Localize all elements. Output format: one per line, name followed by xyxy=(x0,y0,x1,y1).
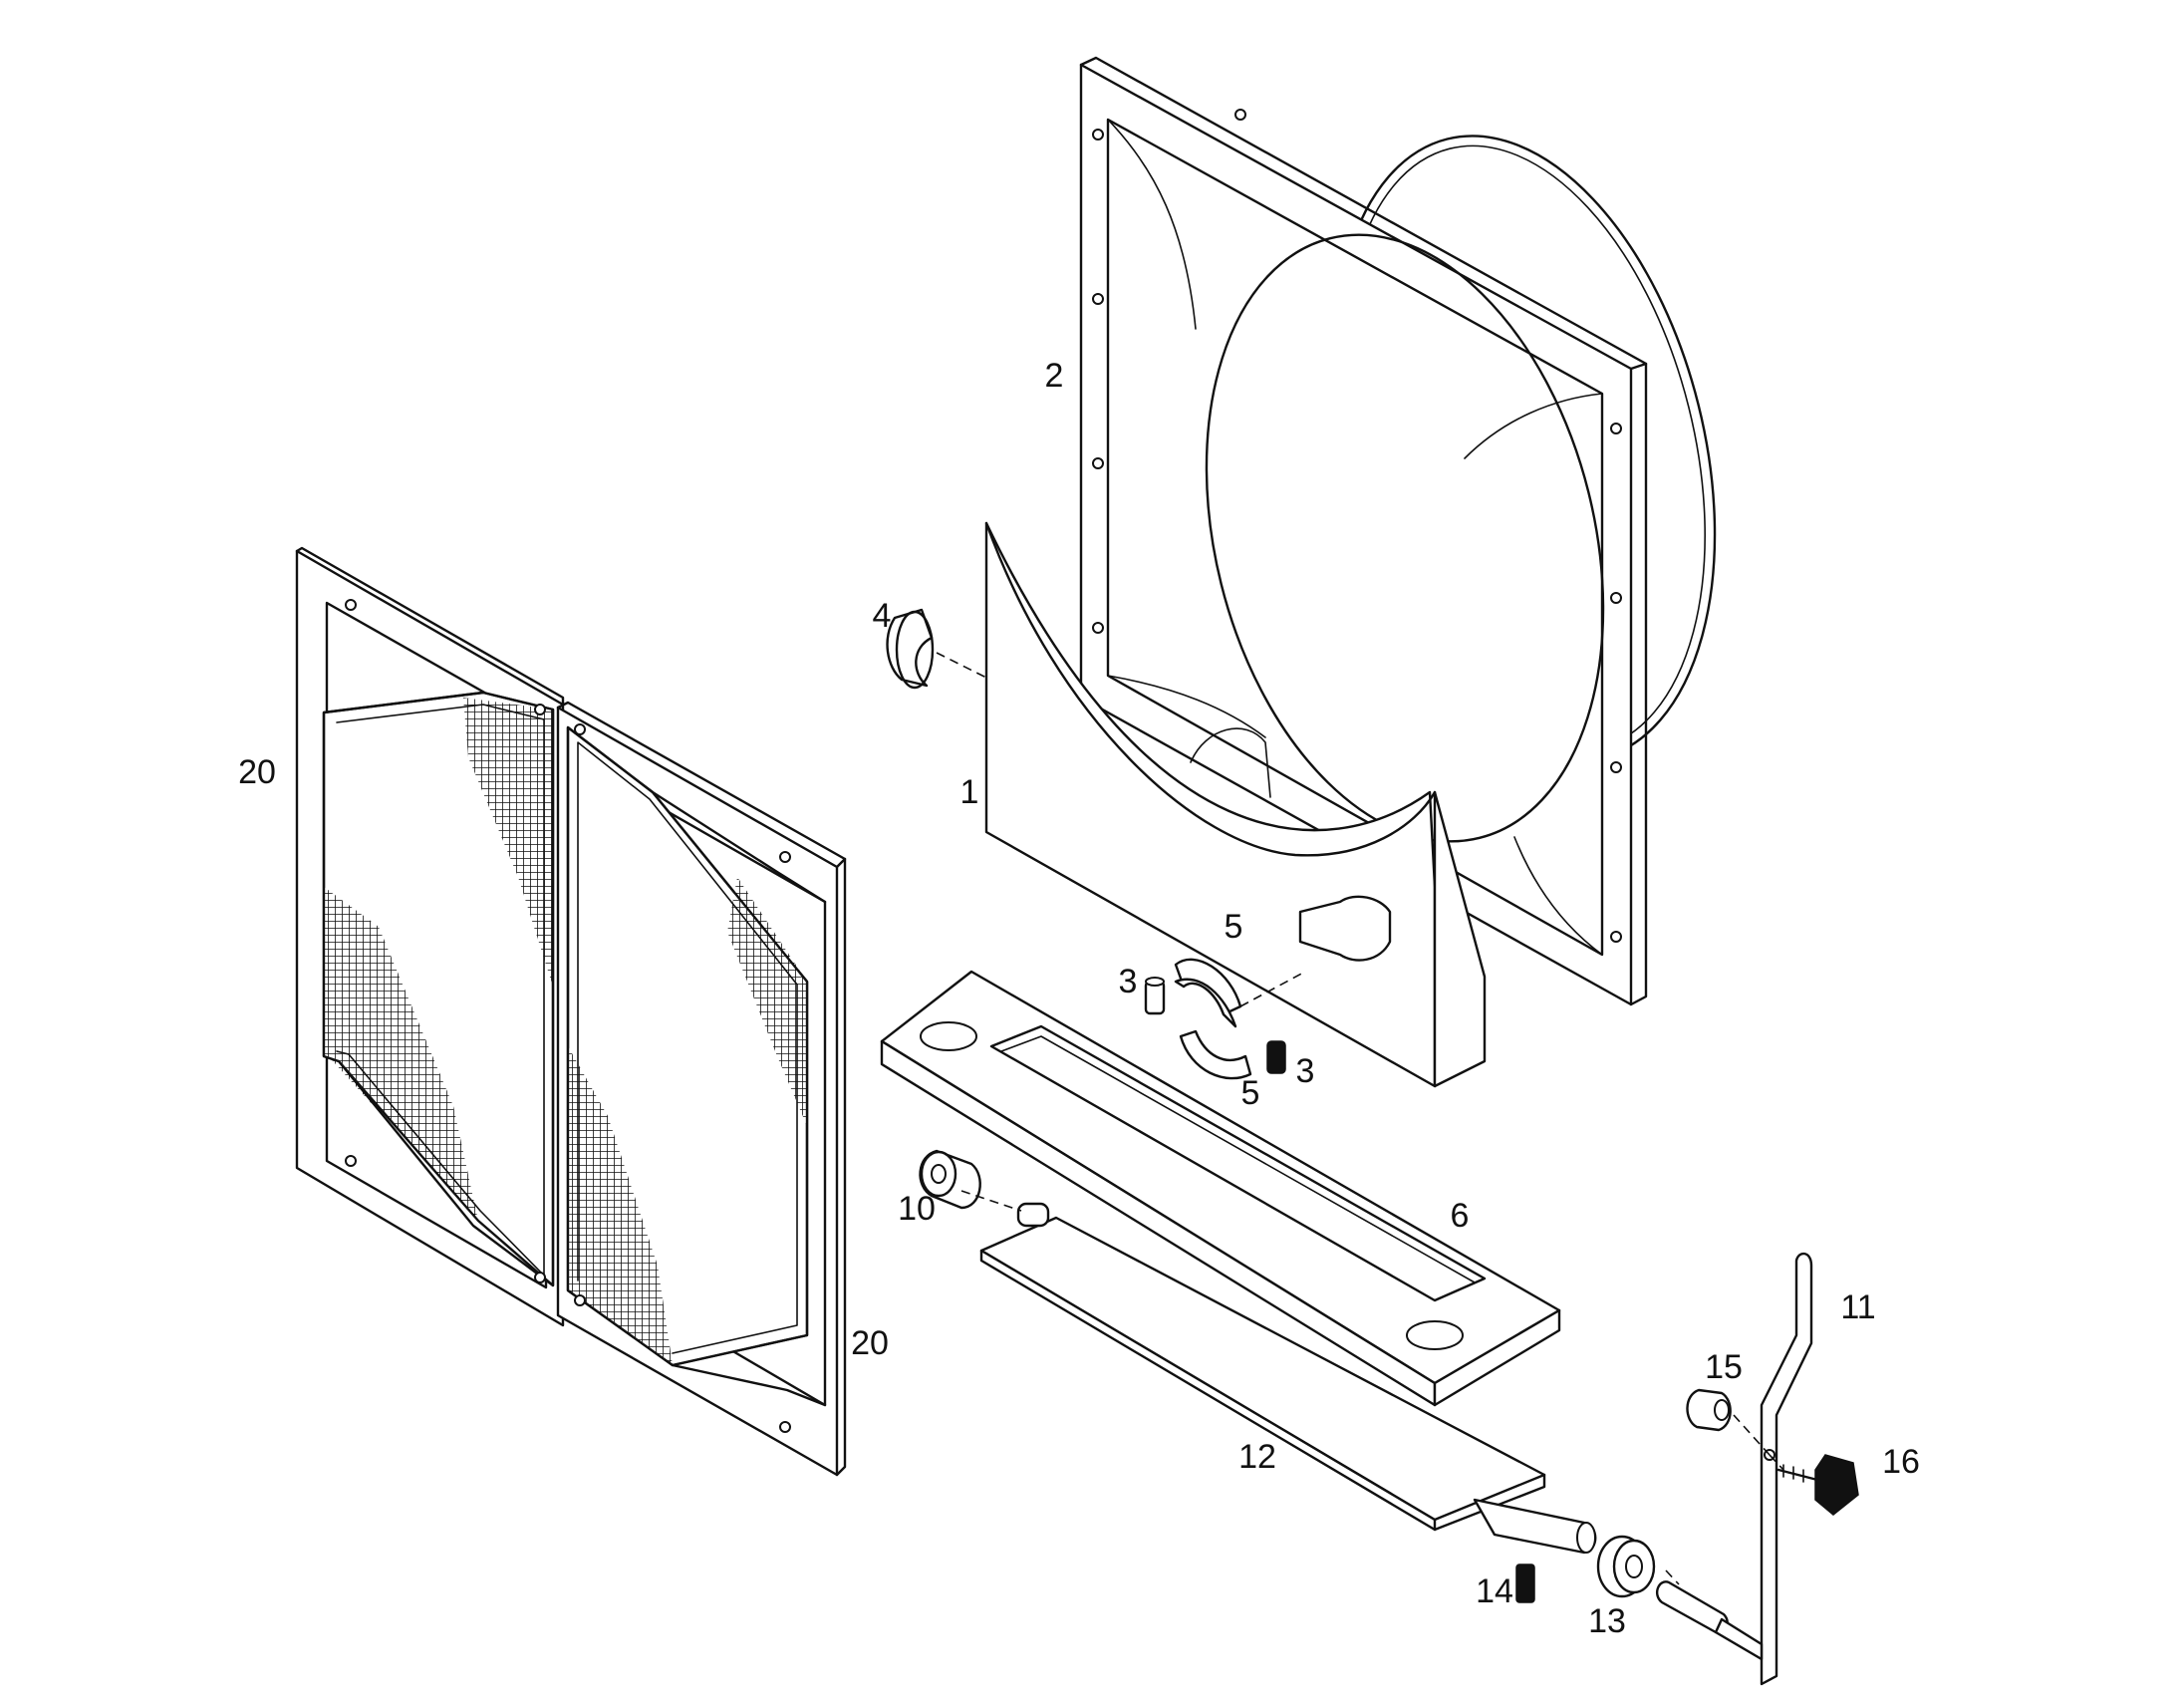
callout-label: 10 xyxy=(898,1190,936,1228)
part-10-bushing xyxy=(919,1149,1022,1212)
part-3-pins xyxy=(1144,977,1286,1074)
callout-label: 5 xyxy=(1224,908,1243,946)
callout-label: 20 xyxy=(238,753,276,791)
callout-label: 5 xyxy=(1240,1074,1260,1112)
part-2-horn-frame xyxy=(1079,56,1717,1006)
callout-label: 16 xyxy=(1882,1443,1920,1481)
callout-label: 3 xyxy=(1118,963,1138,1000)
callout-label: 12 xyxy=(1238,1438,1276,1476)
part-1-cradle-bracket xyxy=(984,521,1487,1088)
part-11-crank-lever xyxy=(1655,1252,1813,1686)
part-6-base-plate xyxy=(880,970,1561,1407)
part-4-c-clip xyxy=(886,608,987,690)
part-20-filter-panel-right xyxy=(556,701,847,1477)
part-14-set-screw xyxy=(1515,1564,1535,1603)
part-5-bushing-halves xyxy=(1174,958,1306,1080)
callout-label: 14 xyxy=(1476,1572,1513,1610)
callout-label: 11 xyxy=(1840,1288,1876,1326)
callout-label: 13 xyxy=(1588,1602,1626,1640)
part-16-thumb-screw xyxy=(1769,1454,1859,1516)
callout-label: 3 xyxy=(1295,1052,1315,1090)
callout-label: 1 xyxy=(959,773,979,811)
part-13-flanged-bushing xyxy=(1596,1535,1656,1598)
part-12-slide-blade xyxy=(979,1202,1597,1555)
part-20-filter-panel-left xyxy=(295,546,565,1327)
callout-label: 20 xyxy=(851,1324,889,1362)
callout-label: 6 xyxy=(1450,1197,1470,1235)
callout-label: 15 xyxy=(1705,1348,1743,1386)
part-15-spacer xyxy=(1686,1388,1771,1456)
callout-label: 4 xyxy=(872,597,892,635)
callout-label: 2 xyxy=(1044,357,1064,395)
